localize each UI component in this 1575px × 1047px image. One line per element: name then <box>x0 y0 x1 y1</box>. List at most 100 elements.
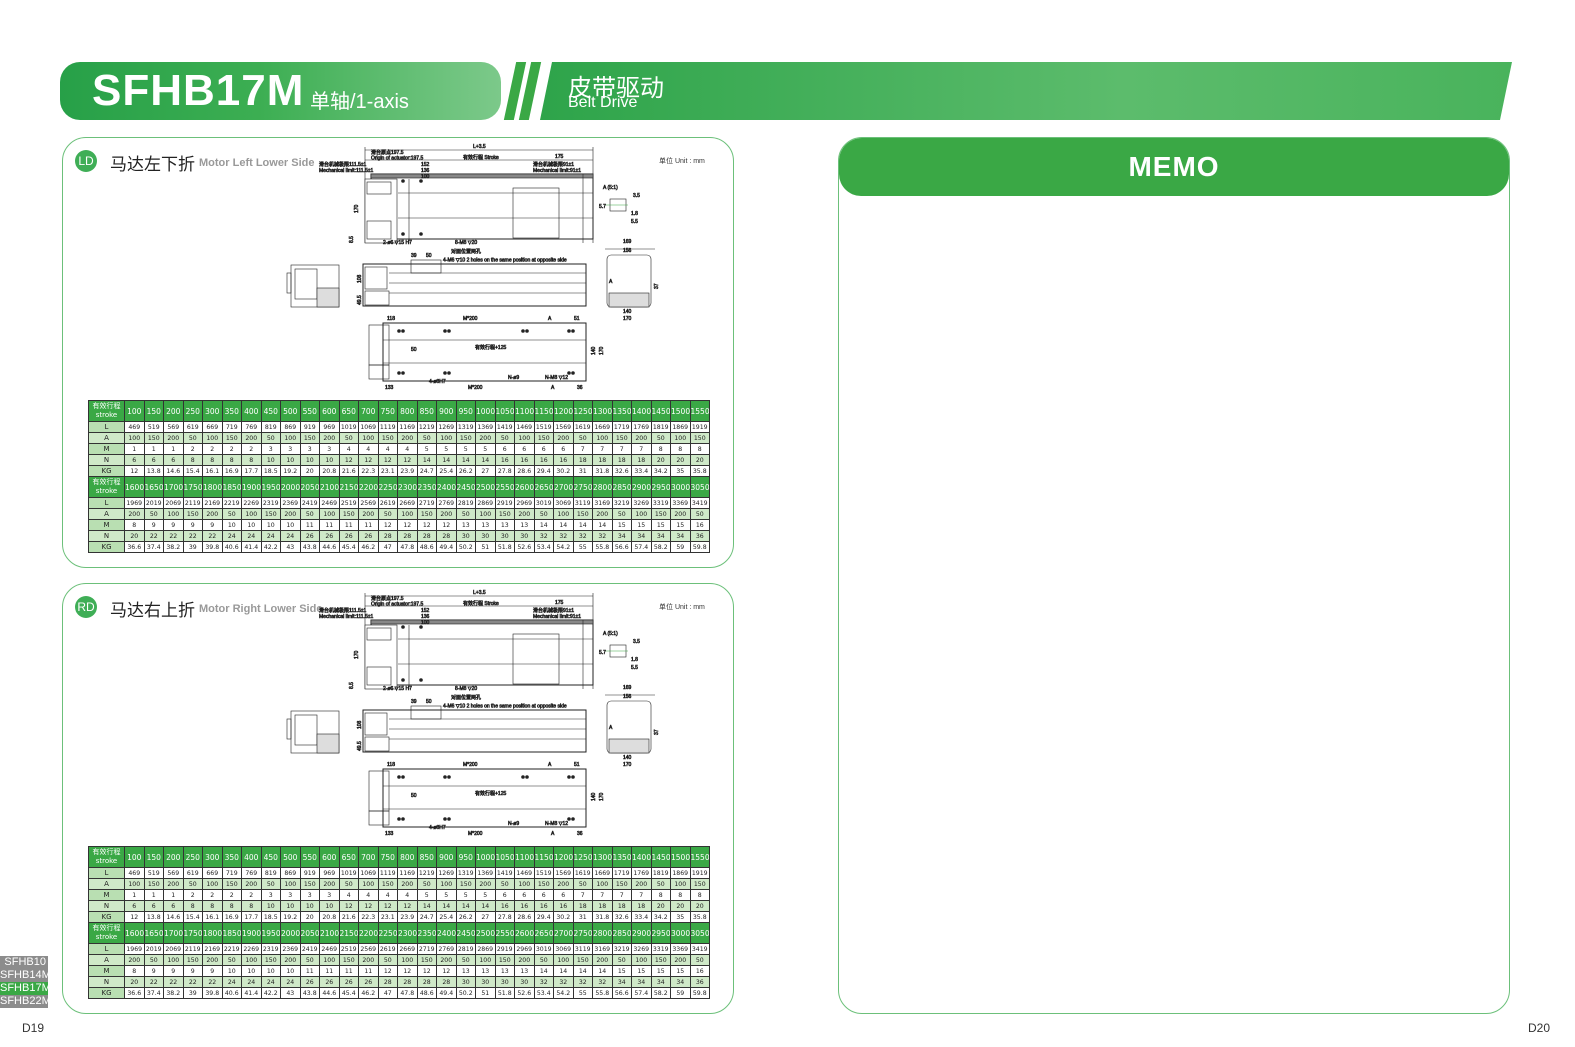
cell-a: 100 <box>475 954 496 966</box>
cell-n: 14 <box>475 900 496 912</box>
cell-kg: 36.6 <box>124 987 145 999</box>
cell-n: 16 <box>553 900 574 912</box>
row-label: M <box>88 889 125 901</box>
cell-n: 28 <box>397 530 418 542</box>
cell-l: 2969 <box>514 497 535 509</box>
cell-kg: 42.2 <box>260 987 281 999</box>
stroke-value: 200 <box>163 846 184 868</box>
series-nav-item[interactable]: SFHB22M <box>0 995 51 1008</box>
cell-a: 150 <box>338 508 359 520</box>
cell-a: 150 <box>143 432 164 444</box>
technical-drawing: L+3.5 滑台原点197.5 Origin of actuator:197.5… <box>286 144 660 391</box>
cell-l: 519 <box>143 867 164 879</box>
cell-kg: 59 <box>670 987 691 999</box>
stroke-value: 2900 <box>631 922 652 944</box>
series-nav-item[interactable]: SFHB10 <box>0 956 48 969</box>
cell-kg: 18.5 <box>260 465 281 477</box>
cell-n: 24 <box>280 530 301 542</box>
cell-l: 2619 <box>377 943 398 955</box>
cell-n: 28 <box>436 530 457 542</box>
cell-m: 14 <box>572 965 593 977</box>
cell-n: 26 <box>358 976 379 988</box>
model-name: SFHB17M <box>92 66 305 115</box>
cell-l: 1469 <box>514 421 535 433</box>
stroke-value: 1500 <box>670 400 691 422</box>
cell-n: 24 <box>260 976 281 988</box>
cell-m: 14 <box>592 965 613 977</box>
series-nav-item[interactable]: SFHB17M <box>0 982 51 995</box>
stroke-label-en: stroke <box>95 487 118 495</box>
cell-l: 819 <box>260 421 281 433</box>
cell-n: 12 <box>377 900 398 912</box>
cell-l: 2169 <box>202 497 223 509</box>
series-nav-item[interactable]: SFHB14M <box>0 969 51 982</box>
cell-n: 30 <box>455 976 476 988</box>
cell-kg: 50.2 <box>455 987 476 999</box>
cell-n: 24 <box>221 976 242 988</box>
cell-a: 200 <box>670 954 691 966</box>
cell-l: 2569 <box>358 943 379 955</box>
cell-kg: 47.8 <box>397 541 418 553</box>
cell-kg: 34.2 <box>650 911 671 923</box>
cell-a: 50 <box>650 878 671 890</box>
stroke-value: 2850 <box>611 922 632 944</box>
cell-m: 13 <box>475 519 496 531</box>
stroke-value: 1900 <box>241 922 262 944</box>
stroke-value: 2950 <box>650 476 671 498</box>
cell-l: 2319 <box>260 943 281 955</box>
cell-l: 2269 <box>241 943 262 955</box>
cell-kg: 23.9 <box>397 911 418 923</box>
panel-badge: RD <box>75 596 97 618</box>
dimension-label: 140 <box>623 755 632 761</box>
cell-a: 100 <box>124 878 145 890</box>
cell-kg: 27.8 <box>494 465 515 477</box>
cell-a: 50 <box>299 508 320 520</box>
cell-kg: 20.8 <box>319 911 340 923</box>
cell-kg: 39.8 <box>202 541 223 553</box>
cell-l: 3319 <box>650 943 671 955</box>
cell-n: 16 <box>533 454 554 466</box>
cell-n: 28 <box>436 976 457 988</box>
cell-n: 18 <box>572 900 593 912</box>
cell-l: 969 <box>319 867 340 879</box>
cell-kg: 20.8 <box>319 465 340 477</box>
cell-l: 3069 <box>553 943 574 955</box>
cell-m: 3 <box>260 443 281 455</box>
cell-kg: 35 <box>670 465 691 477</box>
cell-n: 30 <box>475 530 496 542</box>
cell-l: 2519 <box>338 943 359 955</box>
cell-n: 20 <box>670 900 691 912</box>
cell-a: 50 <box>338 432 359 444</box>
stroke-value: 1600 <box>124 922 145 944</box>
cell-a: 50 <box>338 878 359 890</box>
cell-l: 1319 <box>455 421 476 433</box>
cell-a: 150 <box>182 954 203 966</box>
dimension-label: 50 <box>411 347 417 353</box>
row-label: N <box>88 976 125 988</box>
stroke-value: 2000 <box>280 922 301 944</box>
cell-kg: 18.5 <box>260 911 281 923</box>
dimension-label: 170 <box>623 316 632 322</box>
cell-m: 12 <box>397 965 418 977</box>
cell-n: 10 <box>280 900 301 912</box>
cell-n: 14 <box>416 454 437 466</box>
stroke-label-cn: 有效行程 <box>92 478 121 486</box>
cell-a: 50 <box>299 954 320 966</box>
cell-kg: 35.8 <box>689 911 710 923</box>
cell-a: 100 <box>358 432 379 444</box>
cell-n: 30 <box>494 976 515 988</box>
cell-l: 1019 <box>338 421 359 433</box>
cell-m: 1 <box>163 443 184 455</box>
stroke-value: 400 <box>241 400 262 422</box>
cell-m: 12 <box>377 519 398 531</box>
cell-n: 12 <box>397 900 418 912</box>
cell-m: 6 <box>553 443 574 455</box>
stroke-value: 1350 <box>611 846 632 868</box>
cell-l: 2669 <box>397 497 418 509</box>
dimension-label: 136 <box>421 614 430 620</box>
stroke-value: 1150 <box>533 400 554 422</box>
cell-n: 34 <box>650 530 671 542</box>
